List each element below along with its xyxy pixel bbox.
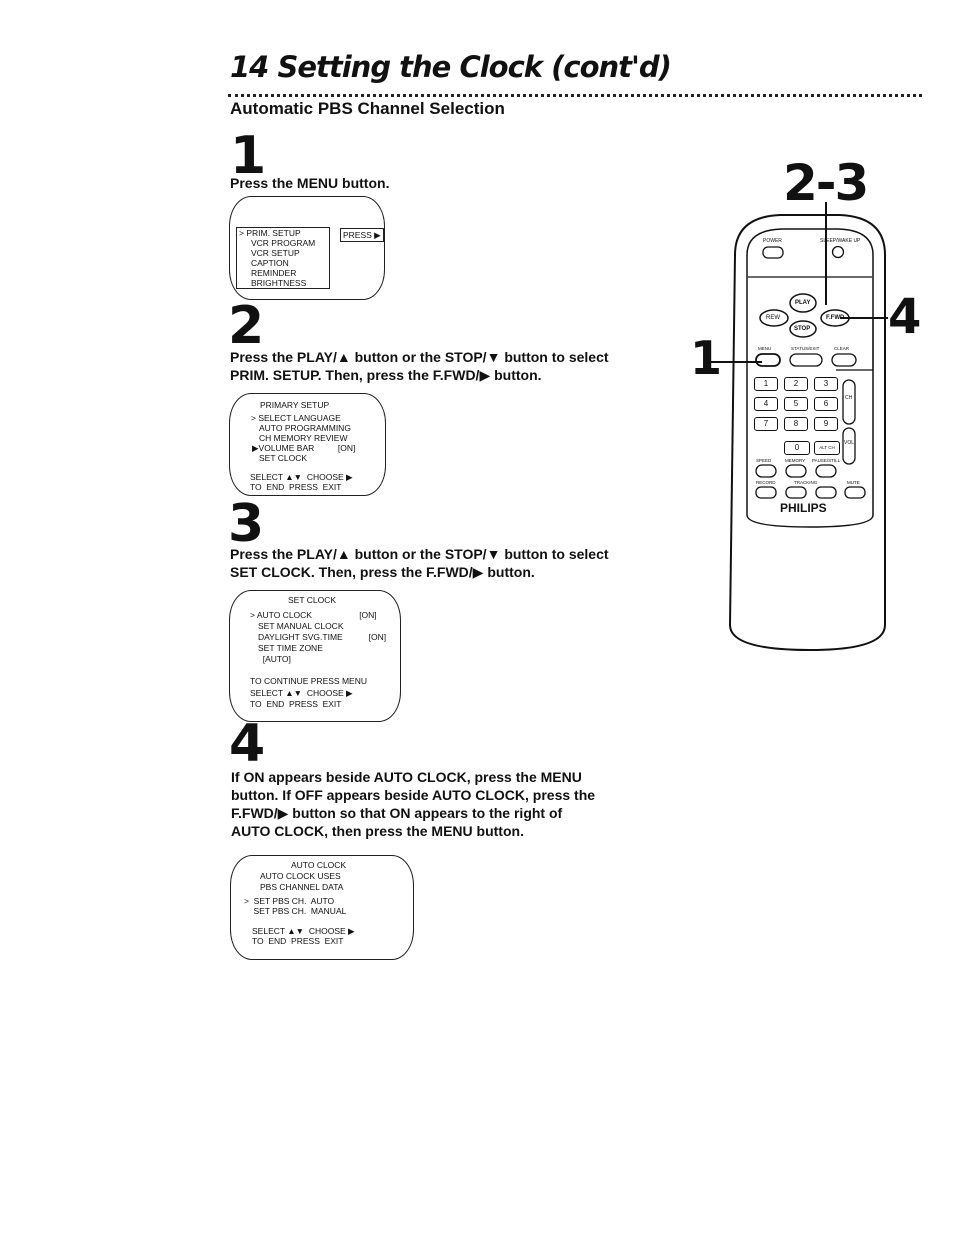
mute-label: MUTE [847, 480, 860, 485]
step-4-instruction-line: If ON appears beside AUTO CLOCK, press t… [231, 769, 582, 785]
menu-item: VCR SETUP [251, 248, 300, 258]
screen-footer: TO END PRESS EXIT [250, 482, 342, 492]
press-indicator: PRESS ▶ [340, 228, 384, 242]
key-8[interactable]: 8 [784, 417, 808, 431]
menu-item: VCR PROGRAM [251, 238, 316, 248]
key-3[interactable]: 3 [814, 377, 838, 391]
step-number-4: 4 [229, 714, 266, 774]
menu-line: > AUTO CLOCK [ON] [250, 610, 377, 620]
step-number-1: 1 [230, 126, 267, 186]
rew-button[interactable]: REW [766, 315, 780, 321]
menu-line: [AUTO] [258, 654, 291, 664]
menu-line: SET CLOCK [259, 453, 308, 463]
menu-line: DAYLIGHT SVG.TIME [ON] [258, 632, 387, 642]
key-0[interactable]: 0 [784, 441, 810, 455]
menu-box [236, 227, 330, 289]
menu-line: > SET PBS CH. AUTO [244, 896, 335, 906]
remote-control: 2-3 1 4 POWER SLEEP/WAKE UP PLAY REW F.F… [690, 155, 930, 655]
key-4[interactable]: 4 [754, 397, 778, 411]
power-label: POWER [763, 238, 782, 244]
screen-footer: TO CONTINUE PRESS MENU [250, 676, 367, 686]
screen-footer: TO END PRESS EXIT [252, 936, 344, 946]
screen-set-clock: SET CLOCK > AUTO CLOCK [ON] SET MANUAL C… [229, 590, 401, 722]
screen-footer: TO END PRESS EXIT [250, 699, 342, 709]
menu-item: CAPTION [251, 258, 289, 268]
key-1[interactable]: 1 [754, 377, 778, 391]
menu-line: AUTO CLOCK USES [260, 871, 341, 881]
menu-line: SET TIME ZONE [258, 643, 323, 653]
tracking-label: TRACKING [794, 480, 818, 485]
menu-label: MENU [758, 346, 772, 351]
callout-steps-2-3: 2-3 [783, 154, 869, 212]
ch-label: CH [845, 395, 853, 401]
pause-label: PAUSE/STILL [812, 458, 841, 463]
step-1-instruction: Press the MENU button. [230, 175, 390, 191]
sleep-label: SLEEP/WAKE UP [820, 238, 861, 244]
menu-item: REMINDER [251, 268, 297, 278]
screen-heading: AUTO CLOCK [291, 860, 347, 870]
clear-label: CLEAR [834, 346, 850, 351]
step-3-instruction-line: Press the PLAY/▲ button or the STOP/▼ bu… [230, 546, 609, 562]
step-4-instruction-line: F.FWD/▶ button so that ON appears to the… [231, 805, 563, 821]
menu-line: CH MEMORY REVIEW [259, 433, 348, 443]
menu-line: AUTO PROGRAMMING [259, 423, 351, 433]
key-2[interactable]: 2 [784, 377, 808, 391]
menu-item: BRIGHTNESS [251, 278, 307, 288]
menu-line: PBS CHANNEL DATA [260, 882, 344, 892]
screen-primary-setup: PRIMARY SETUP > SELECT LANGUAGE AUTO PRO… [229, 393, 386, 496]
ffwd-button[interactable]: F.FWD [826, 315, 845, 321]
step-3-instruction-line: SET CLOCK. Then, press the F.FWD/▶ butto… [230, 564, 535, 580]
speed-label: SPEED [756, 458, 772, 463]
key-9[interactable]: 9 [814, 417, 838, 431]
step-number-3: 3 [228, 494, 265, 554]
screen-auto-clock: AUTO CLOCK AUTO CLOCK USES PBS CHANNEL D… [230, 855, 414, 960]
step-4-instruction-line: AUTO CLOCK, then press the MENU button. [231, 823, 524, 839]
key-5[interactable]: 5 [784, 397, 808, 411]
menu-line: > SELECT LANGUAGE [251, 413, 341, 423]
callout-step-1: 1 [690, 331, 723, 385]
record-label: RECORD [756, 480, 776, 485]
key-7[interactable]: 7 [754, 417, 778, 431]
menu-line: SET MANUAL CLOCK [258, 621, 344, 631]
menu-line: ▶VOLUME BAR [ON] [252, 443, 356, 453]
vol-label: VOL [844, 440, 855, 446]
remote-outline-svg [706, 202, 888, 652]
callout-step-4: 4 [888, 289, 922, 345]
number-keypad: 1 2 3 4 5 6 7 8 9 [754, 377, 838, 431]
screen-heading: PRIMARY SETUP [260, 400, 330, 410]
page-title: 14 Setting the Clock (cont'd) [230, 50, 672, 84]
section-subtitle: Automatic PBS Channel Selection [230, 99, 505, 118]
status-label: STATUS/EXIT [791, 346, 820, 351]
dotted-divider [228, 94, 922, 97]
play-button[interactable]: PLAY [795, 300, 811, 306]
stop-button[interactable]: STOP [794, 326, 811, 332]
brand-logo: PHILIPS [780, 501, 827, 515]
step-number-2: 2 [228, 296, 265, 356]
screen-footer: SELECT ▲▼ CHOOSE ▶ [250, 688, 353, 698]
step-2-instruction-line: Press the PLAY/▲ button or the STOP/▼ bu… [230, 349, 609, 365]
key-6[interactable]: 6 [814, 397, 838, 411]
memory-label: MEMORY [785, 458, 806, 463]
menu-line: SET PBS CH. MANUAL [244, 906, 347, 916]
step-2-instruction-line: PRIM. SETUP. Then, press the F.FWD/▶ but… [230, 367, 542, 383]
screen-main-menu: > PRIM. SETUP VCR PROGRAM VCR SETUP CAPT… [229, 196, 385, 300]
screen-heading: SET CLOCK [288, 595, 337, 605]
screen-footer: SELECT ▲▼ CHOOSE ▶ [250, 472, 353, 482]
menu-item: > PRIM. SETUP [239, 228, 301, 238]
screen-footer: SELECT ▲▼ CHOOSE ▶ [252, 926, 355, 936]
alt-ch-button[interactable]: ALT CH [814, 441, 840, 455]
step-4-instruction-line: button. If OFF appears beside AUTO CLOCK… [231, 787, 596, 803]
